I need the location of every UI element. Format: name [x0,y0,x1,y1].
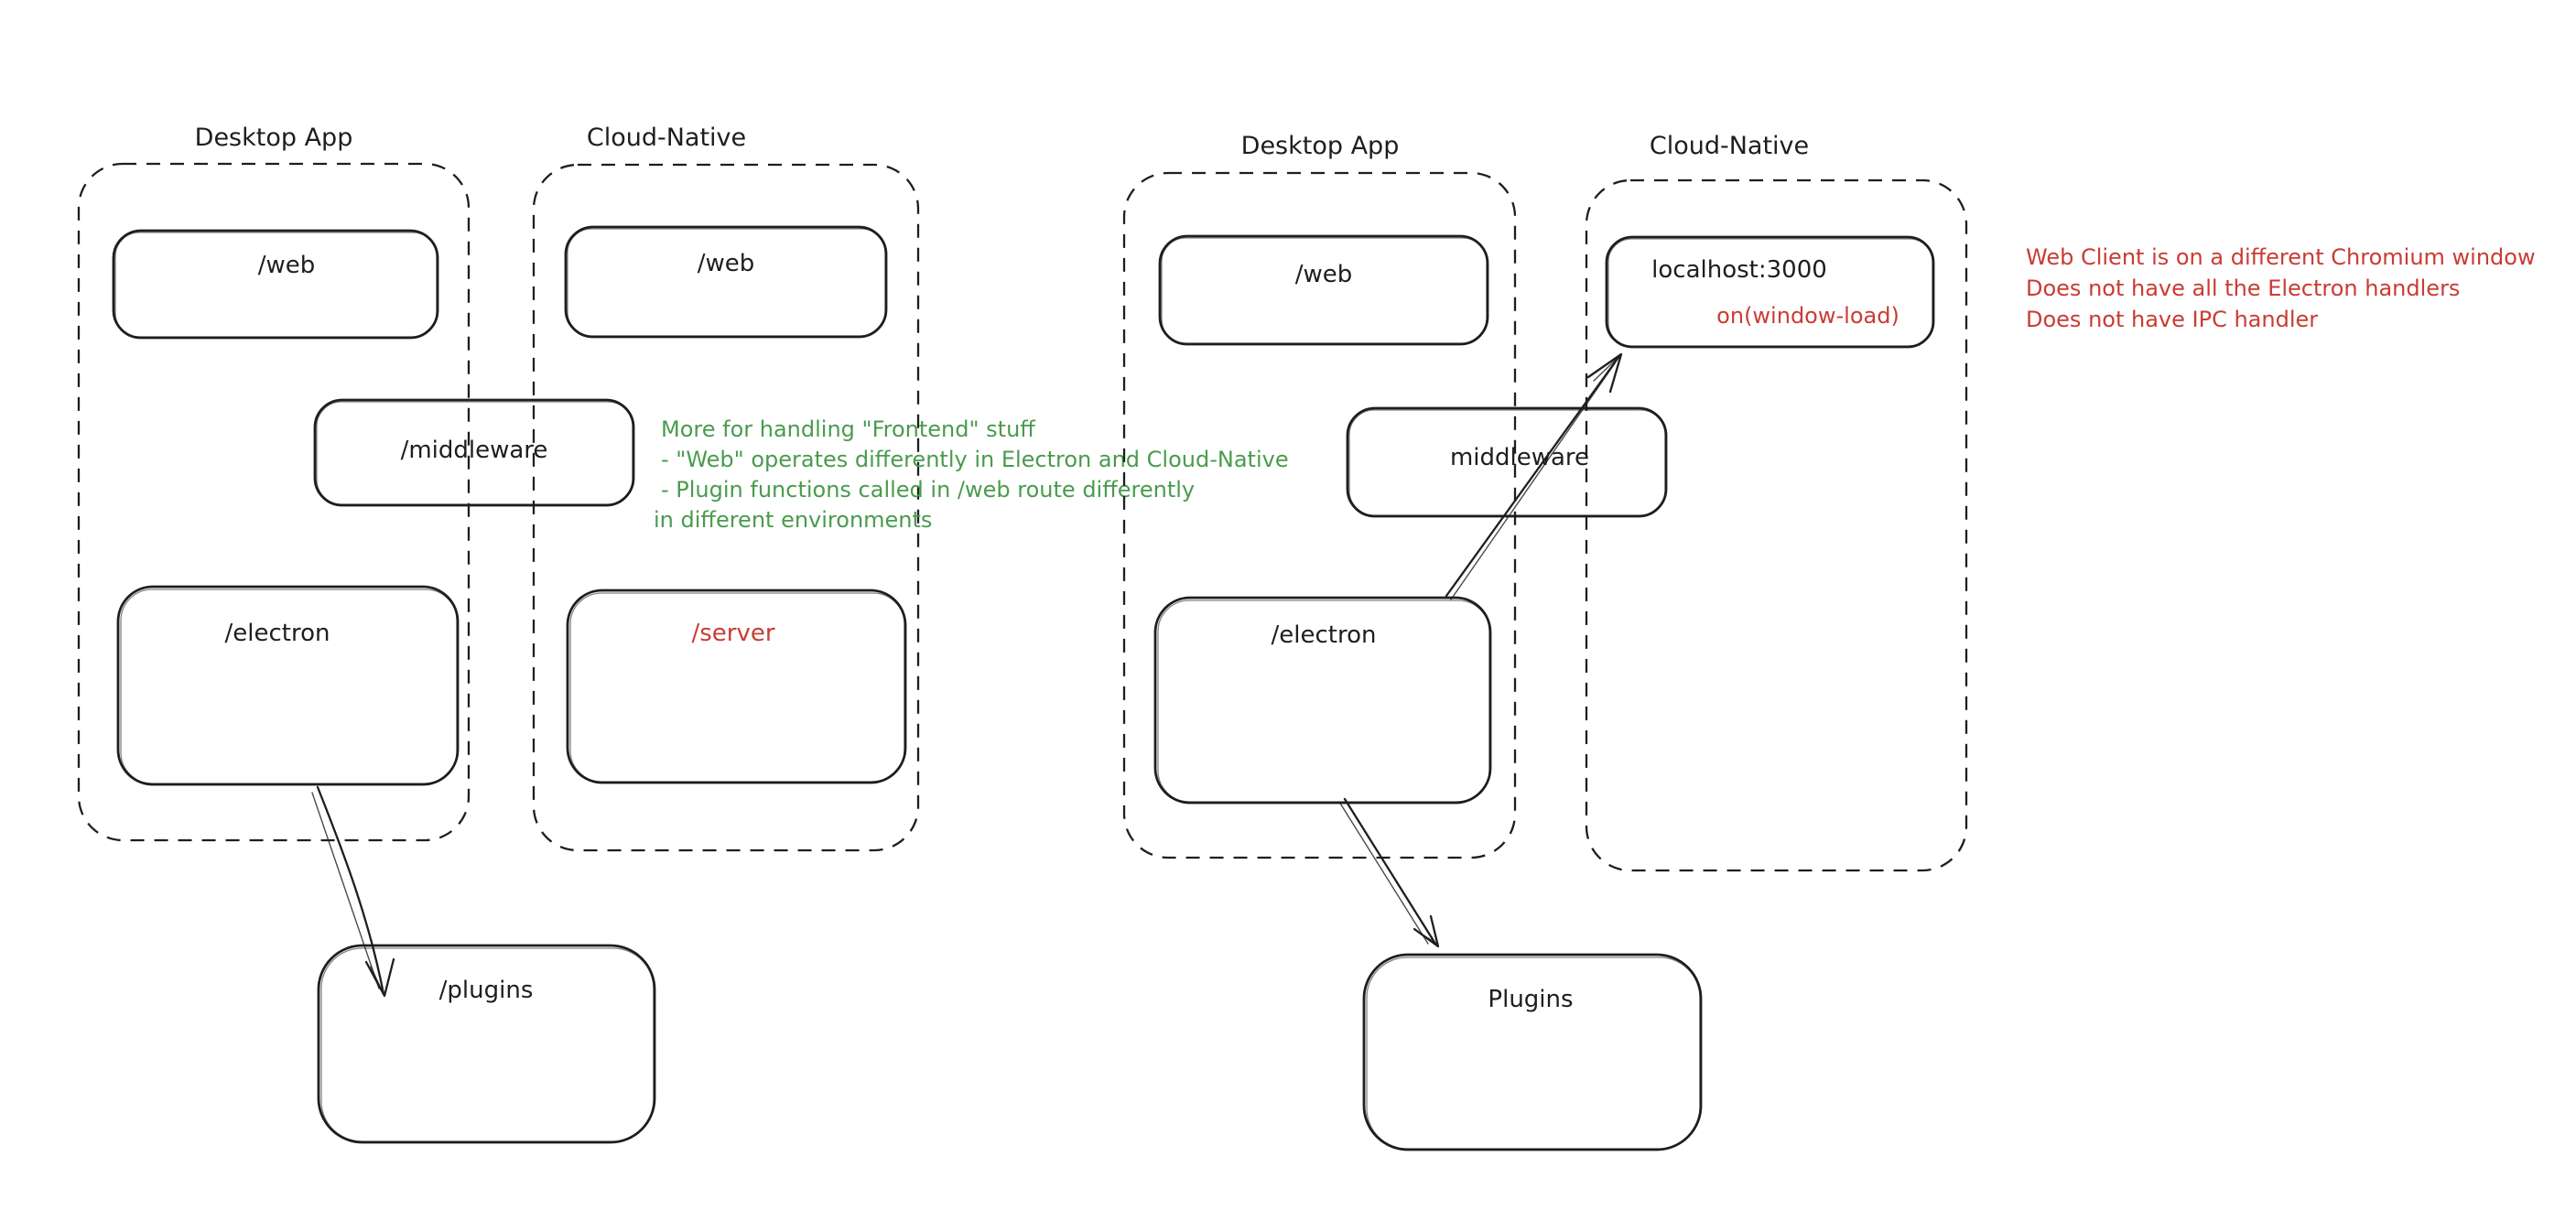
right-desktop-app-label: Desktop App [1241,132,1400,160]
red-note-line-3: Does not have IPC handler [2026,307,2318,332]
green-note-line-1: More for handling "Frontend" stuff [661,416,1035,442]
right-localhost-label: localhost:3000 [1651,256,1827,284]
right-plugins-box-sketch [1366,956,1701,1150]
left-cloud-native-container [532,163,920,852]
right-web-box-sketch [1161,237,1488,344]
green-note-line-2: - "Web" operates differently in Electron… [661,447,1289,472]
red-note-line-1: Web Client is on a different Chromium wi… [2026,244,2536,270]
right-electron-box-sketch [1157,600,1490,803]
red-annotation: Web Client is on a different Chromium wi… [2026,244,2536,332]
right-electron-to-plugins-arrow [1338,797,1440,948]
left-plugins-box-sketch [320,947,655,1142]
right-web-label: /web [1295,261,1353,288]
right-plugins-box [1362,953,1703,1151]
right-web-box [1158,234,1489,346]
right-middleware-box [1346,406,1668,518]
left-electron-box [116,585,460,786]
right-electron-box [1153,596,1492,805]
green-annotation: More for handling "Frontend" stuff - "We… [654,416,1289,533]
left-web-cloud-label: /web [698,250,755,277]
left-electron-box-sketch [120,589,458,784]
right-diagram: Desktop App Cloud-Native /web localhost:… [1122,132,1968,1151]
right-plugins-label: Plugins [1488,986,1573,1013]
left-web-cloud-box-sketch [567,228,886,337]
left-server-box [566,589,907,784]
green-note-line-4: in different environments [654,507,932,533]
left-web-desktop-label: /web [258,252,316,279]
left-desktop-app-label: Desktop App [195,124,353,152]
right-localhost-box-sketch [1607,238,1933,347]
left-electron-to-plugins-arrow [311,785,395,998]
right-middleware-box-sketch [1348,409,1666,516]
right-electron-label: /electron [1272,621,1377,649]
right-middleware-label: middleware [1450,444,1589,471]
left-server-box-sketch [569,592,905,783]
left-plugins-label: /plugins [439,977,534,1004]
left-electron-label: /electron [225,620,330,647]
left-middleware-label: /middleware [401,437,548,464]
right-on-window-load-label: on(window-load) [1716,303,1900,329]
left-middleware-box [313,398,635,507]
left-web-cloud-box [564,225,888,339]
left-cloud-native-label: Cloud-Native [587,124,746,152]
right-localhost-box [1605,235,1935,349]
red-note-line-2: Does not have all the Electron handlers [2026,276,2460,301]
right-cloud-native-label: Cloud-Native [1650,132,1809,160]
left-server-label: /server [691,620,774,647]
left-desktop-app-container [77,162,471,842]
left-middleware-box-sketch [316,401,633,505]
left-plugins-box [317,944,656,1144]
right-electron-to-localhost-arrow [1445,352,1623,600]
left-web-desktop-box [112,229,439,340]
right-cloud-native-container [1585,178,1968,872]
green-note-line-3: - Plugin functions called in /web route … [661,477,1195,503]
left-diagram: Desktop App Cloud-Native /web /web /midd… [77,124,920,1144]
left-web-desktop-box-sketch [114,232,438,338]
